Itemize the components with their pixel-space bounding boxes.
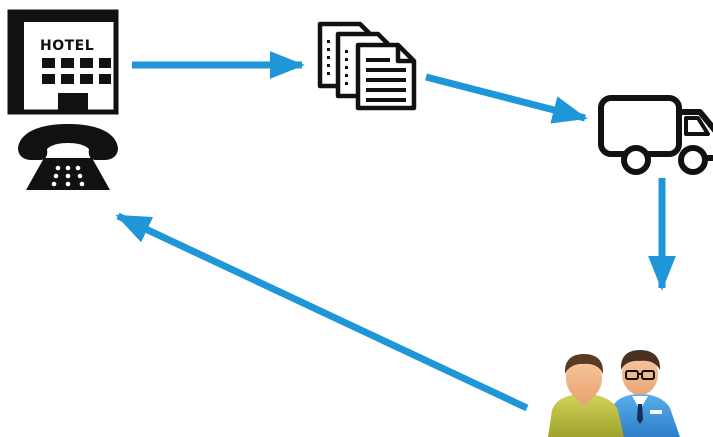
- arrow-documents-to-truck: [425, 73, 588, 124]
- documents-stack-icon: [317, 21, 417, 111]
- customers-icon: [548, 350, 680, 437]
- person-right: [608, 350, 680, 437]
- hotel-building-icon: HOTEL: [7, 9, 119, 115]
- hotel-sign: HOTEL: [40, 38, 94, 54]
- arrows: [115, 51, 676, 412]
- telephone-icon: [18, 124, 118, 190]
- delivery-truck-icon: [598, 95, 713, 175]
- person-left: [548, 354, 624, 437]
- arrow-people-to-hotel: [115, 212, 529, 412]
